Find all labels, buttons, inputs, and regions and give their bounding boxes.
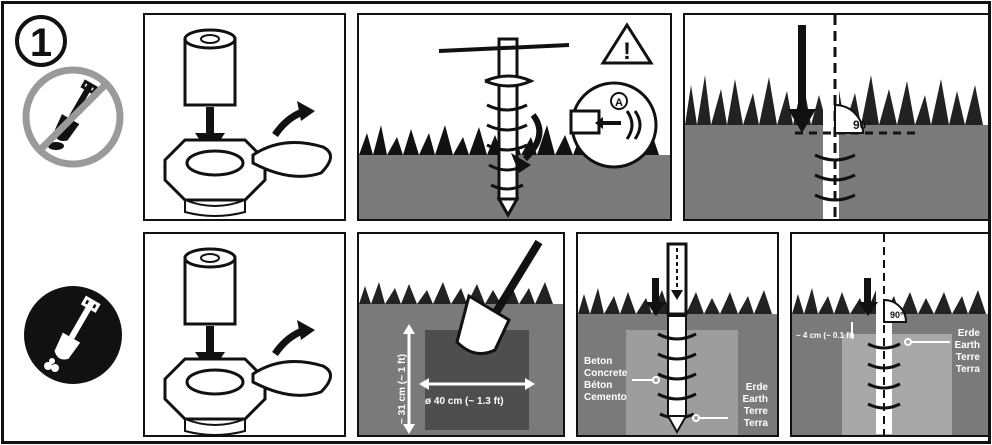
earth-label-en: Earth [742, 394, 768, 405]
shovel-icon [22, 284, 124, 386]
panel-insert-sleeve-1 [143, 13, 346, 221]
earth-label-it: Terra [744, 418, 769, 429]
panel-concrete: Beton Concrete Béton Cemento Erde Earth … [576, 232, 779, 437]
warning-symbol: ! [623, 38, 631, 65]
panel-screw-in: A ! [357, 13, 672, 221]
panel-final-position: 90° ~ 4 cm (~ 0.1 ft) Erde Earth Terre T… [790, 232, 990, 437]
concrete-label-en: Concrete [584, 368, 628, 379]
angle-label-row1: 90° [853, 118, 871, 132]
earth-label-it-2: Terra [956, 364, 981, 375]
earth-label-fr: Terre [744, 406, 769, 417]
earth-label-de-2: Erde [958, 328, 981, 339]
step-number: 1 [30, 21, 52, 65]
diameter-label: ø 40 cm (~ 1.3 ft) [425, 396, 504, 407]
depth-label: ~ 31 cm (~ 1 ft) [397, 354, 408, 424]
earth-labels-concrete-panel: Erde Earth Terre Terra [742, 382, 768, 429]
concrete-label-de: Beton [584, 356, 612, 367]
callout-letter: A [615, 97, 623, 109]
earth-label-de: Erde [746, 382, 769, 393]
step-number-badge: 1 [12, 12, 74, 70]
panel-vertical-check: 90° [683, 13, 990, 221]
earth-label-fr-2: Terre [956, 352, 981, 363]
angle-label-row2: 90° [890, 310, 904, 320]
earth-label-en-2: Earth [954, 340, 980, 351]
panel-insert-sleeve-2 [143, 232, 346, 437]
offset-label: ~ 4 cm (~ 0.1 ft) [796, 331, 855, 340]
no-shovel-icon [22, 66, 124, 168]
panel-dig-hole: ~ 31 cm (~ 1 ft) ø 40 cm (~ 1.3 ft) [357, 232, 565, 437]
concrete-label-it: Cemento [584, 392, 627, 403]
earth-labels-final-panel: Erde Earth Terre Terra [954, 328, 980, 375]
concrete-label-fr: Béton [584, 380, 612, 391]
